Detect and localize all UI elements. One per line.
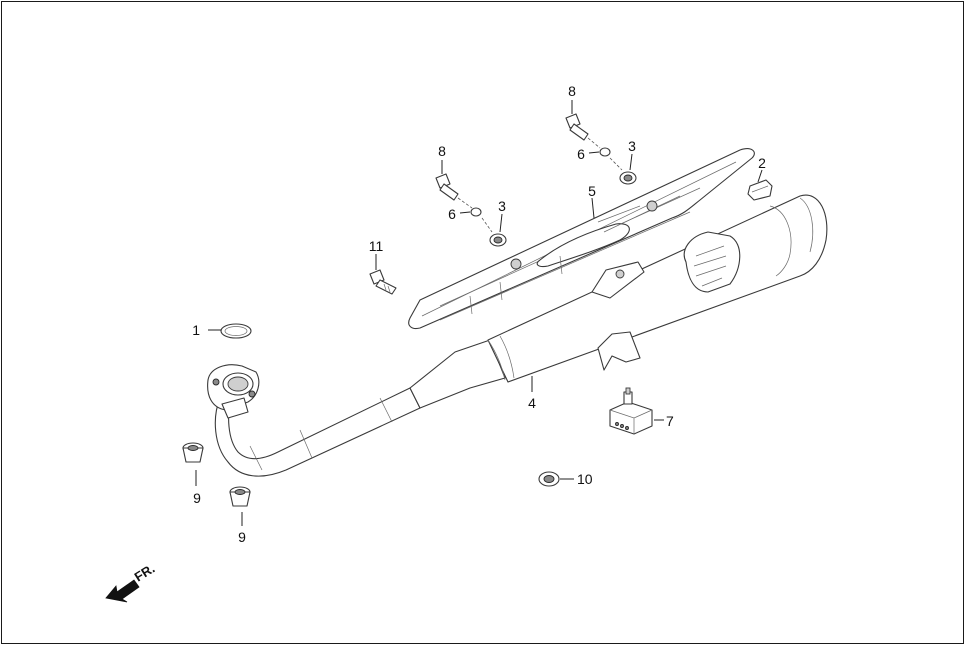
damper-block-7 (609, 387, 653, 435)
callout-2: 2 (758, 155, 766, 171)
callout-4: 4 (528, 395, 536, 411)
callout-5: 5 (588, 183, 596, 199)
collar-6a (470, 207, 482, 217)
callout-6a: 6 (448, 206, 456, 222)
clip-2 (747, 179, 773, 201)
exhaust-muffler-assembly (207, 194, 828, 477)
bolt-8b (565, 113, 623, 171)
gasket-1 (220, 323, 252, 339)
cap-nut-9a (182, 442, 204, 463)
heat-shield (408, 148, 755, 330)
grommet-3b (619, 171, 637, 185)
callout-9a: 9 (193, 490, 201, 506)
callout-7: 7 (666, 413, 674, 429)
collar-6b (599, 147, 611, 157)
callout-1: 1 (192, 322, 200, 338)
front-label: FR. (132, 561, 158, 585)
grommet-3a (489, 233, 507, 247)
front-direction-marker: FR. (105, 561, 158, 603)
callout-10: 10 (577, 471, 593, 487)
callout-9b: 9 (238, 529, 246, 545)
cap-nut-9b (229, 486, 251, 507)
flange-nut-10 (538, 471, 560, 487)
callout-labels: 1 2 3 3 4 5 6 6 7 8 8 9 9 10 11 (192, 83, 766, 545)
bolt-8a (435, 173, 493, 233)
bolt-11 (369, 269, 397, 295)
callout-6b: 6 (577, 146, 585, 162)
leader-lines (195, 100, 763, 526)
callout-3a: 3 (498, 198, 506, 214)
callout-3b: 3 (628, 138, 636, 154)
front-arrow-icon (105, 579, 140, 603)
callout-8b: 8 (568, 83, 576, 99)
callout-8a: 8 (438, 143, 446, 159)
callout-11: 11 (369, 238, 384, 254)
